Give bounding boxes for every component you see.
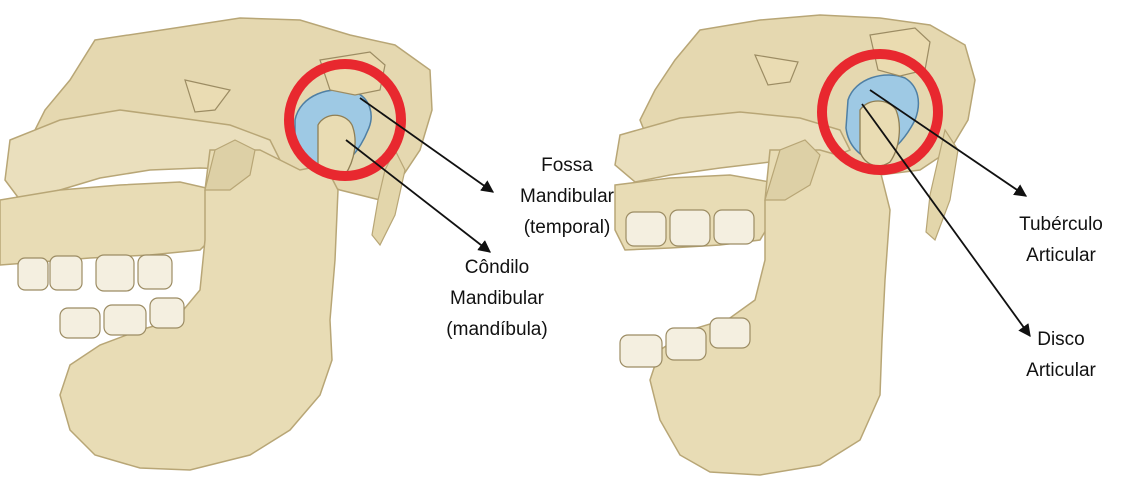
label-tuberculo-line-2: Articular [996,240,1126,271]
label-condilo-line-3: (mandíbula) [412,314,582,345]
label-condilo-mandibular: Côndilo Mandibular (mandíbula) [412,252,582,345]
right-upper-teeth [626,210,754,246]
label-fossa-line-1: Fossa [492,150,642,181]
label-condilo-line-1: Côndilo [412,252,582,283]
label-condilo-line-2: Mandibular [412,283,582,314]
label-disco-line-2: Articular [996,355,1126,386]
label-disco-line-1: Disco [996,324,1126,355]
label-disco-articular: Disco Articular [996,324,1126,386]
label-fossa-line-2: Mandibular [492,181,642,212]
label-tuberculo-line-1: Tubérculo [996,209,1126,240]
label-fossa-mandibular: Fossa Mandibular (temporal) [492,150,642,243]
left-maxilla [0,182,220,265]
left-upper-teeth [18,255,172,291]
label-tuberculo-articular: Tubérculo Articular [996,209,1126,271]
left-skull-illustration [0,18,432,470]
label-fossa-line-3: (temporal) [492,212,642,243]
right-skull-illustration [615,15,975,475]
